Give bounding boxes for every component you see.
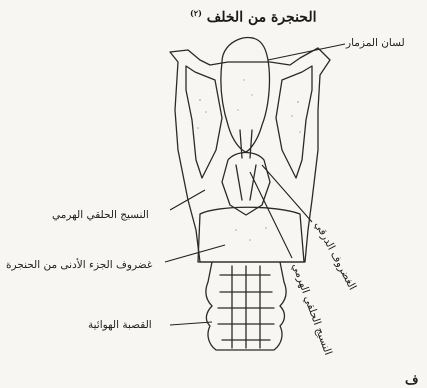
trachea-vertical: [232, 266, 260, 348]
thyroid-inner-right: [276, 66, 312, 178]
figure-title-footnote: (٢): [190, 8, 202, 18]
label-cricoid-cartilage: غضروف الجزء الأدنى من الحنجرة: [6, 260, 152, 271]
leader-posterior-muscle: [250, 172, 292, 258]
label-epiglottis: لسان المزمار: [346, 38, 405, 49]
epiglottis-shape: [221, 38, 270, 152]
leader-trachea: [170, 322, 212, 325]
leader-left-muscle: [170, 190, 205, 210]
leader-epiglottis: [268, 44, 345, 60]
cricoid-lamina: [198, 207, 304, 262]
label-trachea: القصبة الهوائية: [88, 320, 152, 331]
corner-mark: ف: [405, 373, 418, 388]
thyroid-inner-left: [186, 66, 222, 178]
arytenoid-inner: [236, 165, 256, 200]
figure-title-text: الحنجرة من الخلف: [207, 10, 317, 26]
leader-arytenoid: [262, 165, 312, 222]
figure-title: الحنجرة من الخلف (٢): [190, 8, 317, 26]
epiglottis-stalk: [240, 130, 252, 158]
label-left-muscle: النسيج الحلقي الهرمي: [52, 210, 149, 221]
arytenoid-area: [222, 153, 270, 216]
leader-cricoid: [165, 245, 225, 262]
